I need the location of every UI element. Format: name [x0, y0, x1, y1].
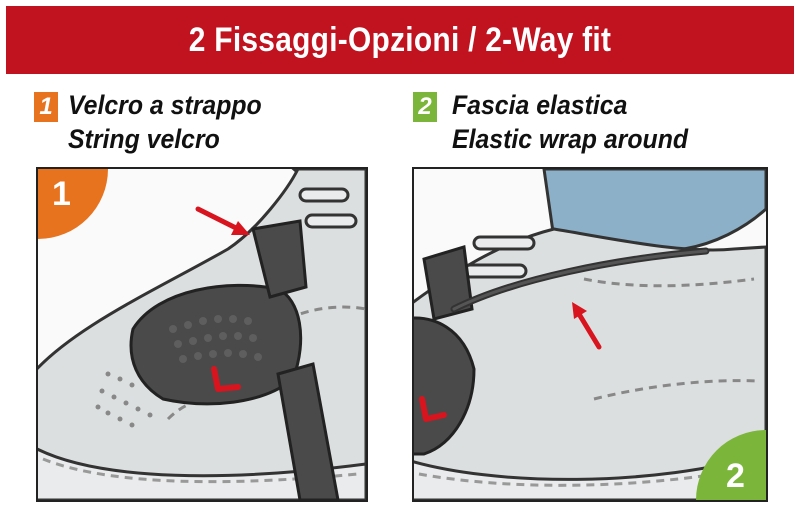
option1-label: Velcro a strappo String velcro — [68, 88, 279, 156]
shoe-elastic-illustration — [414, 169, 766, 500]
illustration-panel-elastic: 2 — [412, 167, 768, 502]
arrow-pointer-icon-2 — [572, 302, 602, 350]
option2-number-badge: 2 — [413, 92, 437, 122]
option1-number-badge: 1 — [34, 92, 58, 122]
panel1-corner-number: 1 — [52, 175, 71, 213]
option2-label-en: Elastic wrap around — [452, 124, 689, 154]
option1-label-en: String velcro — [68, 124, 220, 154]
shoe-velcro-illustration — [38, 169, 366, 500]
illustration-panel-velcro: 1 — [36, 167, 368, 502]
option1-label-it: Velcro a strappo — [68, 90, 262, 120]
option2-label-it: Fascia elastica — [452, 90, 628, 120]
page-title: 2 Fissaggi-Opzioni / 2-Way fit — [188, 20, 612, 59]
option2-label: Fascia elastica Elastic wrap around — [452, 88, 709, 156]
arrow-pointer-icon — [195, 206, 250, 235]
logo-l-icon — [211, 366, 241, 392]
header-banner: 2 Fissaggi-Opzioni / 2-Way fit — [6, 6, 794, 74]
panel2-corner-number: 2 — [726, 457, 745, 495]
